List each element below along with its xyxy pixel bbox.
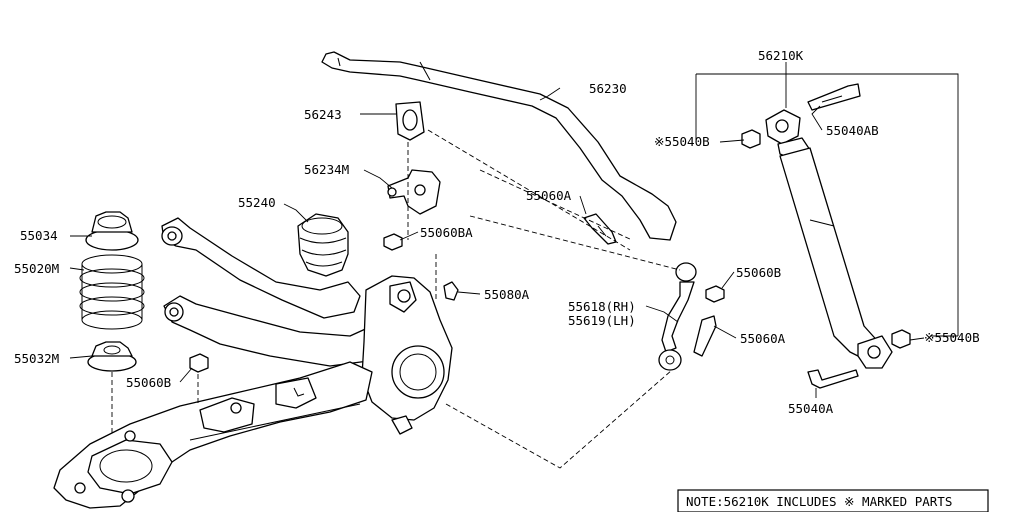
label-55619: 55619(LH) [568,313,636,328]
bolt-55040a [807,369,859,389]
nut-55040b-right [891,329,911,349]
label-55040b-right: ※55040B [924,330,980,345]
label-55032m: 55032M [14,351,59,366]
label-55060b-left: 55060B [126,375,171,390]
label-56234m: 56234M [304,162,349,177]
bump-stopper [297,213,349,277]
stabilizer-bushing [395,101,425,141]
label-55040ab: 55040AB [826,123,879,138]
stabilizer-bracket [387,169,441,215]
bolt-55060ba [383,233,403,251]
lower-spring-seat [87,341,137,372]
label-55060a-mid: 55060A [740,331,786,346]
label-55040b-top: ※55040B [654,134,710,149]
note-box: NOTE:56210K INCLUDES ※ MARKED PARTS [677,489,989,512]
label-55034: 55034 [20,228,58,243]
label-55060b-right: 55060B [736,265,781,280]
knuckle [361,275,453,435]
bolt-55060a-mid [693,315,717,357]
stabilizer-connecting-rod [658,262,697,371]
upper-spring-seat [85,211,139,251]
nut-55060b-left [189,353,209,373]
upper-arm [161,217,361,319]
label-56243: 56243 [304,107,342,122]
label-55020m: 55020M [14,261,59,276]
label-56230: 56230 [589,81,627,96]
label-55040a: 55040A [788,401,834,416]
bolt-55060a-top [583,213,617,245]
label-55060a-top: 55060A [526,188,572,203]
label-55080a: 55080A [484,287,530,302]
nut-55060b-right [705,285,725,303]
bolt-55040ab [807,83,861,111]
nut-55040b-top [741,129,761,149]
suspension-member [53,361,373,509]
stabilizer-bar [321,51,677,241]
label-55618: 55618(RH) [568,299,636,314]
bolt-55080a [443,281,459,301]
label-55060ba: 55060BA [420,225,473,240]
coil-spring [79,254,145,330]
label-55240: 55240 [238,195,276,210]
label-56210k: 56210K [758,48,804,63]
shock-absorber [765,109,893,369]
note-text: NOTE:56210K INCLUDES ※ MARKED PARTS [686,494,952,509]
kit-bracket-line [696,73,959,336]
